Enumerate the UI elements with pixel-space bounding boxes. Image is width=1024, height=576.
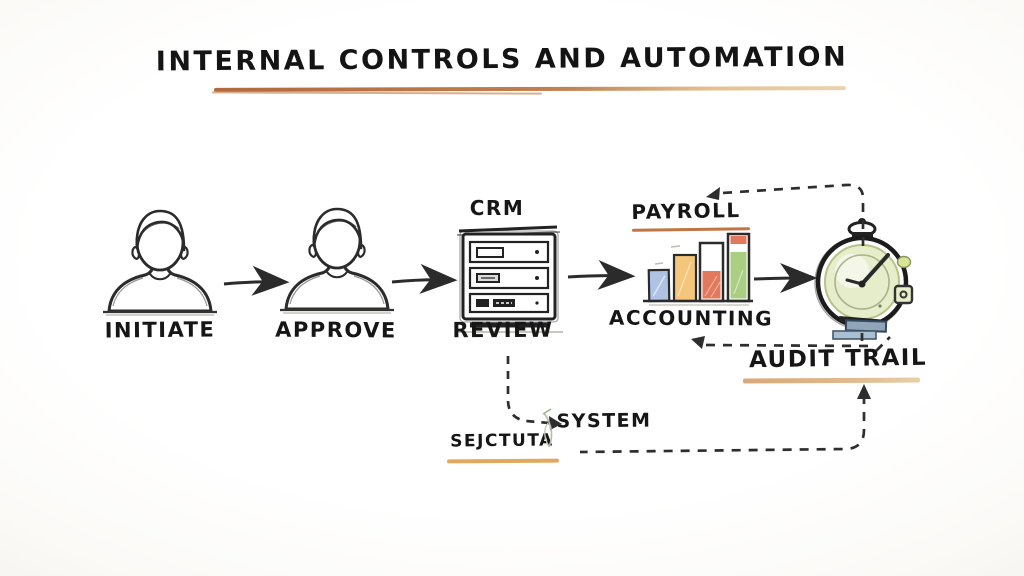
initiate-label: INITIATE: [104, 317, 216, 343]
review-label: REVIEW: [452, 317, 554, 343]
dashed-connector-review-to-system: [506, 356, 562, 430]
page-title: INTERNAL CONTROLS AND AUTOMATION: [155, 41, 849, 78]
audit-trail-underline: [742, 377, 921, 383]
accounting-bar-chart-icon: [643, 232, 753, 306]
initiate-person-icon: [103, 205, 217, 317]
audit-trail-label: AUDIT TRAIL: [748, 344, 928, 374]
sejctuta-label: SEJCTUTA: [450, 430, 554, 452]
title-underline-echo: [211, 91, 543, 95]
crm-label: CRM: [469, 196, 525, 220]
approve-person-icon: [280, 203, 394, 315]
arrow-initiate-approve: [223, 265, 290, 296]
arrow-review-accounting: [567, 259, 636, 290]
approve-label: APPROVE: [275, 317, 397, 343]
arrow-approve-review: [391, 263, 458, 294]
arrow-accounting-audit: [753, 263, 818, 294]
payroll-label: PAYROLL: [631, 198, 741, 224]
system-label: SYSTEM: [556, 409, 652, 433]
crm-server-icon: [455, 225, 563, 333]
accounting-label: ACCOUNTING: [608, 305, 774, 331]
sejctuta-underline: [446, 458, 560, 464]
audit-stopwatch-icon: [814, 218, 914, 340]
title-underline: [213, 86, 847, 92]
